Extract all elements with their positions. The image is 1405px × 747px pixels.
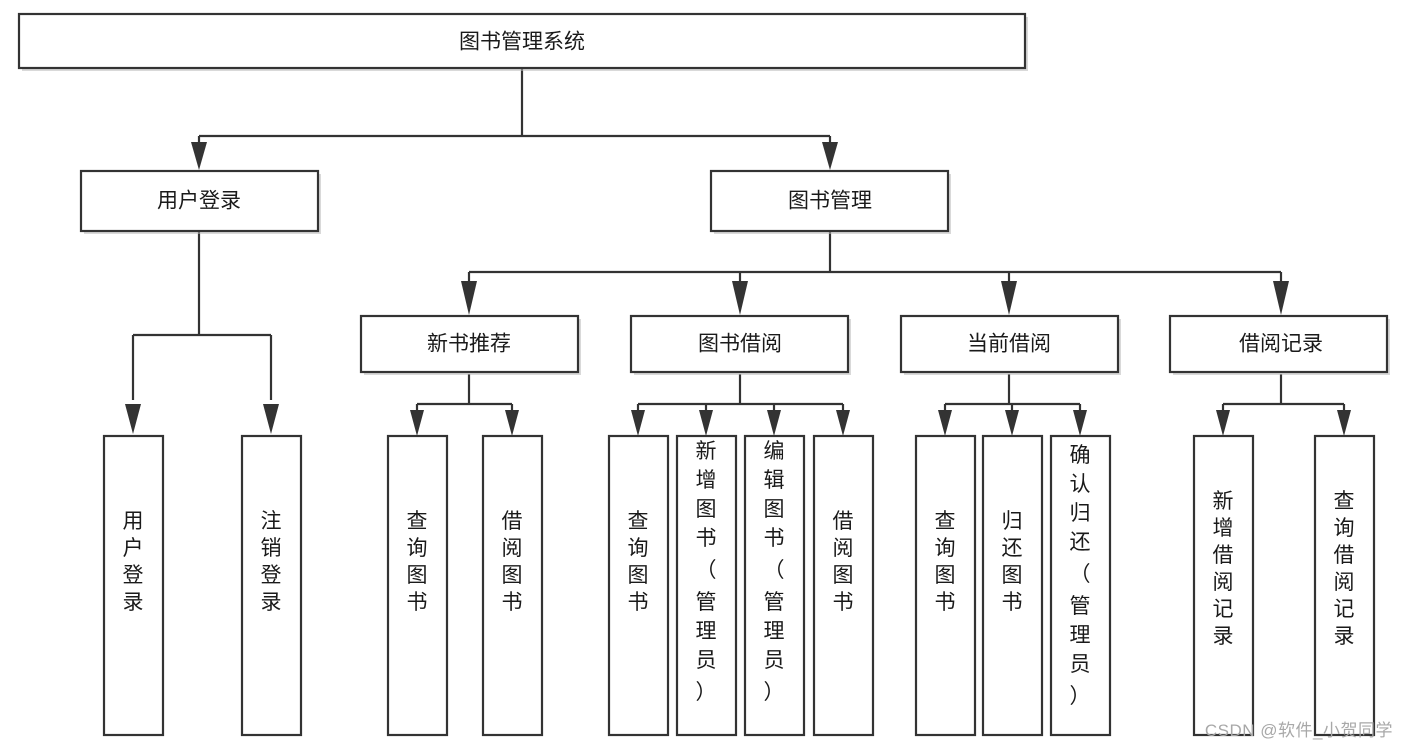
arrow-to-current-borrow bbox=[1001, 281, 1017, 315]
arrow-to-bookborrow-leaf-1 bbox=[631, 410, 645, 436]
node-book-management-box bbox=[709, 169, 950, 233]
leaf-logout-label: 注销登录 bbox=[261, 510, 282, 614]
arrow-to-leaf-user-login bbox=[125, 404, 141, 434]
leaf-newbook-borrow-book-label: 借阅图书 bbox=[502, 510, 523, 614]
leaf-borrowrecord-query-record-box bbox=[1313, 434, 1376, 737]
node-new-book-recommend-box bbox=[359, 314, 580, 374]
node-book-borrow[interactable]: 图书借阅 bbox=[629, 314, 851, 375]
leaf-borrowrecord-add-record-box bbox=[1192, 434, 1255, 737]
leaf-borrowrecord-query-record-label: 查询借阅记录 bbox=[1334, 490, 1355, 648]
leaf-currentborrow-query-book[interactable]: 查询图书 bbox=[914, 434, 977, 737]
leaf-currentborrow-query-book-box bbox=[914, 434, 977, 737]
node-book-borrow-label: 图书借阅 bbox=[698, 333, 782, 356]
arrow-to-bookborrow-leaf-2 bbox=[699, 410, 713, 436]
node-root-label: 图书管理系统 bbox=[459, 31, 585, 54]
leaf-bookborrow-query-book[interactable]: 查询图书 bbox=[607, 434, 670, 737]
arrow-to-bookborrow-leaf-4 bbox=[836, 410, 850, 436]
leaf-user-login-box bbox=[102, 434, 165, 737]
arrow-to-bookborrow-leaf-3 bbox=[767, 410, 781, 436]
node-root-box bbox=[17, 12, 1027, 70]
node-current-borrow-label: 当前借阅 bbox=[967, 333, 1051, 356]
node-user-login-box bbox=[79, 169, 320, 233]
node-user-login[interactable]: 用户登录 bbox=[79, 169, 321, 234]
leaf-currentborrow-confirm-return-admin-label: 确认归还（管理员） bbox=[1070, 444, 1091, 708]
leaf-currentborrow-return-book[interactable]: 归还图书 bbox=[981, 434, 1044, 737]
leaf-newbook-query-book[interactable]: 查询图书 bbox=[386, 434, 449, 737]
node-book-management-label: 图书管理 bbox=[788, 190, 872, 213]
leaf-bookborrow-edit-book-admin[interactable]: 编辑图书（管理员） bbox=[743, 434, 806, 737]
connector-layer bbox=[125, 68, 1351, 436]
node-new-book-recommend-label: 新书推荐 bbox=[427, 333, 511, 356]
leaf-user-login-label: 用户登录 bbox=[123, 510, 144, 614]
leaf-currentborrow-return-book-label: 归还图书 bbox=[1002, 510, 1023, 614]
arrow-to-user-login bbox=[191, 142, 207, 170]
node-borrow-record-box bbox=[1168, 314, 1389, 374]
leaf-newbook-borrow-book-box bbox=[481, 434, 544, 737]
leaf-currentborrow-query-book-label: 查询图书 bbox=[935, 510, 956, 614]
arrow-to-currentborrow-leaf-1 bbox=[938, 410, 952, 436]
arrow-to-book-borrow bbox=[732, 281, 748, 315]
leaf-bookborrow-borrow-book-label: 借阅图书 bbox=[833, 510, 854, 614]
leaf-currentborrow-confirm-return-admin[interactable]: 确认归还（管理员） bbox=[1049, 434, 1112, 737]
leaf-newbook-borrow-book[interactable]: 借阅图书 bbox=[481, 434, 544, 737]
node-current-borrow-box bbox=[899, 314, 1120, 374]
leaf-newbook-query-book-label: 查询图书 bbox=[407, 510, 428, 614]
leaf-currentborrow-confirm-return-admin-box bbox=[1049, 434, 1112, 737]
arrow-to-borrowrecord-leaf-1 bbox=[1216, 410, 1230, 436]
leaf-user-login[interactable]: 用户登录 bbox=[102, 434, 165, 737]
leaf-bookborrow-query-book-label: 查询图书 bbox=[628, 510, 649, 614]
node-book-management[interactable]: 图书管理 bbox=[709, 169, 951, 234]
leaf-newbook-query-book-box bbox=[386, 434, 449, 737]
leaf-currentborrow-return-book-box bbox=[981, 434, 1044, 737]
leaf-bookborrow-add-book-admin-box bbox=[675, 434, 738, 737]
leaf-logout-box bbox=[240, 434, 303, 737]
leaf-bookborrow-borrow-book-box bbox=[812, 434, 875, 737]
node-new-book-recommend[interactable]: 新书推荐 bbox=[359, 314, 581, 375]
leaf-logout[interactable]: 注销登录 bbox=[240, 434, 303, 737]
arrow-to-borrow-record bbox=[1273, 281, 1289, 315]
arrow-to-leaf-logout bbox=[263, 404, 279, 434]
leaf-borrowrecord-add-record[interactable]: 新增借阅记录 bbox=[1192, 434, 1255, 737]
leaf-bookborrow-add-book-admin-label: 新增图书（管理员） bbox=[696, 440, 717, 704]
arrow-to-book-mgmt bbox=[822, 142, 838, 170]
leaf-bookborrow-query-book-box bbox=[607, 434, 670, 737]
node-user-login-label: 用户登录 bbox=[157, 190, 241, 213]
leaf-bookborrow-edit-book-admin-label: 编辑图书（管理员） bbox=[764, 440, 785, 704]
arrow-to-new-book bbox=[461, 281, 477, 315]
leaf-bookborrow-add-book-admin[interactable]: 新增图书（管理员） bbox=[675, 434, 738, 737]
node-current-borrow[interactable]: 当前借阅 bbox=[899, 314, 1121, 375]
arrow-to-currentborrow-leaf-2 bbox=[1005, 410, 1019, 436]
arrow-to-newbook-leaf-2 bbox=[505, 410, 519, 436]
leaf-bookborrow-borrow-book[interactable]: 借阅图书 bbox=[812, 434, 875, 737]
leaf-bookborrow-edit-book-admin-box bbox=[743, 434, 806, 737]
node-borrow-record-label: 借阅记录 bbox=[1239, 333, 1323, 356]
arrow-to-currentborrow-leaf-3 bbox=[1073, 410, 1087, 436]
node-root[interactable]: 图书管理系统 bbox=[17, 12, 1028, 71]
node-borrow-record[interactable]: 借阅记录 bbox=[1168, 314, 1390, 375]
leaf-borrowrecord-query-record[interactable]: 查询借阅记录 bbox=[1313, 434, 1376, 737]
arrow-to-borrowrecord-leaf-2 bbox=[1337, 410, 1351, 436]
leaf-borrowrecord-add-record-label: 新增借阅记录 bbox=[1213, 490, 1234, 648]
arrow-to-newbook-leaf-1 bbox=[410, 410, 424, 436]
node-book-borrow-box bbox=[629, 314, 850, 374]
